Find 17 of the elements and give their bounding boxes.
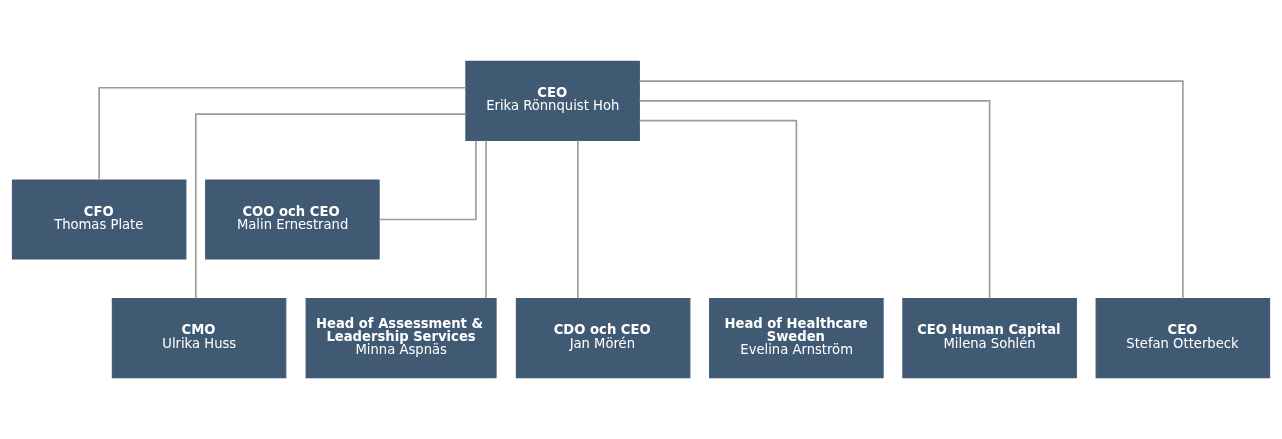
node-box: Head of Healthcare Sweden Evelina Arnström (709, 298, 884, 379)
node-box: CFO Thomas Plate (11, 179, 187, 260)
connector (638, 119, 798, 300)
node-box: CEO Stefan Otterbeck (1095, 298, 1271, 379)
connector (485, 139, 487, 300)
node-box: COO och CEO Malin Ernestrand (205, 179, 380, 260)
connector (638, 80, 1184, 300)
node-box: CDO och CEO Jan Mörén (515, 298, 691, 379)
connector (98, 86, 467, 181)
connector (378, 139, 477, 221)
connector (194, 113, 467, 300)
node-box: CEO Human Capital Milena Sohlén (902, 298, 1077, 379)
node-box: CEO Erika Rönnquist Hoh (465, 60, 640, 141)
connector (638, 100, 991, 300)
node-box: CMO Ulrika Huss (111, 298, 287, 379)
node-box: Head of Assessment & Leadership Services Minna Aspnäs (305, 298, 497, 379)
connector (577, 139, 579, 300)
